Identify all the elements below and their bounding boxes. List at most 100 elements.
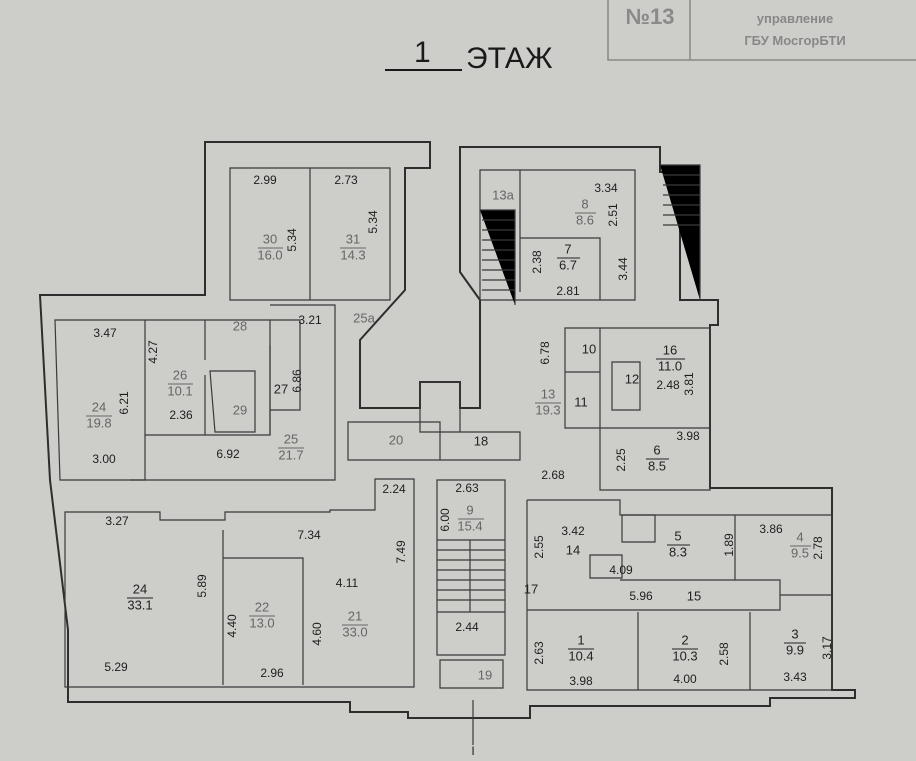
dimension: 2.55 <box>532 535 546 559</box>
dimension: 4.00 <box>673 672 697 686</box>
svg-text:15.4: 15.4 <box>457 518 482 533</box>
dimension: 3.34 <box>594 181 618 195</box>
room-11: 11 <box>574 394 588 409</box>
svg-text:14.3: 14.3 <box>340 247 365 262</box>
room-19: 19 <box>478 667 492 682</box>
svg-text:3: 3 <box>791 626 798 641</box>
dimension: 1.89 <box>722 533 736 557</box>
dimension: 2.38 <box>530 250 544 274</box>
dimension: 6.78 <box>538 341 552 365</box>
room-14: 14 <box>566 542 580 557</box>
svg-text:26: 26 <box>173 367 187 382</box>
dimension: 3.17 <box>820 636 834 660</box>
svg-text:22: 22 <box>255 599 269 614</box>
svg-text:24: 24 <box>92 399 106 414</box>
svg-text:16.0: 16.0 <box>257 247 282 262</box>
svg-text:19.3: 19.3 <box>535 402 560 417</box>
svg-text:2: 2 <box>681 632 688 647</box>
dimension: 2.63 <box>532 641 546 665</box>
dimension: 5.34 <box>285 228 299 252</box>
dimension: 2.63 <box>455 481 479 495</box>
dimension: 5.34 <box>366 210 380 234</box>
dimension: 7.34 <box>297 528 321 542</box>
room-17: 17 <box>524 581 538 596</box>
room-29: 29 <box>233 402 247 417</box>
room-10: 10 <box>582 341 596 356</box>
walls <box>38 141 856 719</box>
svg-text:5: 5 <box>674 528 681 543</box>
dimension: 3.81 <box>682 372 696 396</box>
dimension: 2.24 <box>382 482 406 496</box>
room-3: 39.9 <box>784 626 806 657</box>
dimension: 2.68 <box>541 468 565 482</box>
svg-text:24: 24 <box>133 581 147 596</box>
dimension: 3.44 <box>616 257 630 281</box>
svg-text:8.3: 8.3 <box>669 544 687 559</box>
room-7: 76.7 <box>557 241 580 272</box>
svg-text:25: 25 <box>284 431 298 446</box>
svg-text:6.7: 6.7 <box>559 257 577 272</box>
svg-text:13: 13 <box>541 386 555 401</box>
section-mark: I <box>471 744 474 758</box>
room-20: 20 <box>389 432 403 447</box>
dimension: 2.99 <box>253 173 277 187</box>
svg-text:6: 6 <box>653 442 660 457</box>
dimension: 2.51 <box>606 203 620 227</box>
dimension: 3.98 <box>676 429 700 443</box>
dimension: 2.58 <box>717 642 731 666</box>
room-2: 210.3 <box>672 632 698 663</box>
bti-stamp: №13 управление ГБУ МосгорБТИ <box>607 0 916 61</box>
room-5: 58.3 <box>667 528 690 559</box>
svg-text:33.0: 33.0 <box>342 624 367 639</box>
svg-text:4: 4 <box>796 529 803 544</box>
dimension: 4.40 <box>225 614 239 638</box>
stairs <box>437 164 701 745</box>
svg-text:31: 31 <box>346 231 360 246</box>
dimension: 3.43 <box>783 670 807 684</box>
svg-text:9.9: 9.9 <box>786 642 804 657</box>
dimension: 3.98 <box>569 674 593 688</box>
dimension: 2.73 <box>334 173 358 187</box>
dimension: 3.86 <box>759 522 783 536</box>
svg-text:8.6: 8.6 <box>576 212 594 227</box>
dimension: 6.86 <box>290 369 304 393</box>
dimension: 4.60 <box>310 622 324 646</box>
dimension: 6.00 <box>438 508 452 532</box>
room-13a: 13а <box>492 187 514 202</box>
dimension: 6.92 <box>216 447 240 461</box>
stamp-number: №13 <box>626 4 675 29</box>
dimension: 3.42 <box>561 524 585 538</box>
svg-text:30: 30 <box>263 231 277 246</box>
dimension: 4.27 <box>146 340 160 364</box>
svg-text:10.4: 10.4 <box>568 648 593 663</box>
room-8: 88.6 <box>575 196 596 227</box>
dimension: 2.96 <box>260 666 284 680</box>
room-1: 110.4 <box>568 632 594 663</box>
svg-text:19.8: 19.8 <box>86 415 111 430</box>
room-15: 15 <box>687 588 701 603</box>
svg-text:9.5: 9.5 <box>791 545 809 560</box>
dimension: 2.48 <box>656 378 680 392</box>
dimension: 2.78 <box>811 536 825 560</box>
room-6: 68.5 <box>646 442 669 473</box>
floor-word: ЭТАЖ <box>466 42 553 75</box>
svg-text:21.7: 21.7 <box>278 447 303 462</box>
room-12: 12 <box>625 371 639 386</box>
room-4: 49.5 <box>790 529 811 560</box>
dimension: 6.21 <box>117 391 131 415</box>
dimension: 2.81 <box>556 284 580 298</box>
svg-text:13.0: 13.0 <box>249 615 274 630</box>
dimension: 2.44 <box>455 620 479 634</box>
room-9: 915.4 <box>457 502 484 533</box>
floor-title: 1 ЭТАЖ <box>385 36 553 75</box>
dimension: 3.47 <box>93 326 117 340</box>
dimension: 5.89 <box>195 574 209 598</box>
